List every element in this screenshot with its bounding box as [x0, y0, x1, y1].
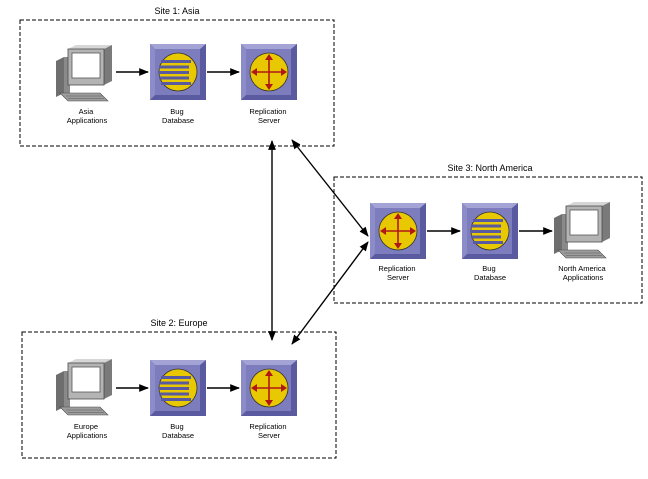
site-europe-title: Site 2: Europe — [150, 318, 207, 328]
computer-icon — [55, 358, 113, 416]
site-europe: Site 2: Europe Europe Applications Bug D… — [21, 318, 337, 459]
na-applications-label: North America Applications — [558, 264, 608, 282]
site-north-america-title: Site 3: North America — [447, 163, 532, 173]
europe-applications-label: Europe Applications — [67, 422, 108, 440]
replication-server-icon — [370, 203, 426, 259]
asia-applications-label: Asia Applications — [67, 107, 108, 125]
computer-icon — [553, 201, 611, 259]
link-europe-north-america — [291, 241, 369, 345]
replication-server-icon — [241, 44, 297, 100]
replication-server-icon — [241, 360, 297, 416]
database-icon — [462, 203, 518, 259]
europe-replication-label: Replication Server — [249, 422, 288, 440]
site-asia-title: Site 1: Asia — [154, 6, 199, 16]
link-asia-north-america — [291, 139, 369, 237]
site-north-america: Site 3: North America Replication Server… — [333, 163, 643, 304]
na-database-label: Bug Database — [474, 264, 506, 282]
asia-database-label: Bug Database — [162, 107, 194, 125]
na-replication-label: Replication Server — [378, 264, 417, 282]
europe-database-label: Bug Database — [162, 422, 194, 440]
site-europe-boundary — [21, 331, 337, 459]
site-asia: Site 1: Asia Asia Applications Bug Datab… — [19, 6, 335, 147]
site-asia-boundary — [19, 19, 335, 147]
database-icon — [150, 360, 206, 416]
database-icon — [150, 44, 206, 100]
asia-replication-label: Replication Server — [249, 107, 288, 125]
site-north-america-boundary — [333, 176, 643, 304]
computer-icon — [55, 44, 113, 102]
